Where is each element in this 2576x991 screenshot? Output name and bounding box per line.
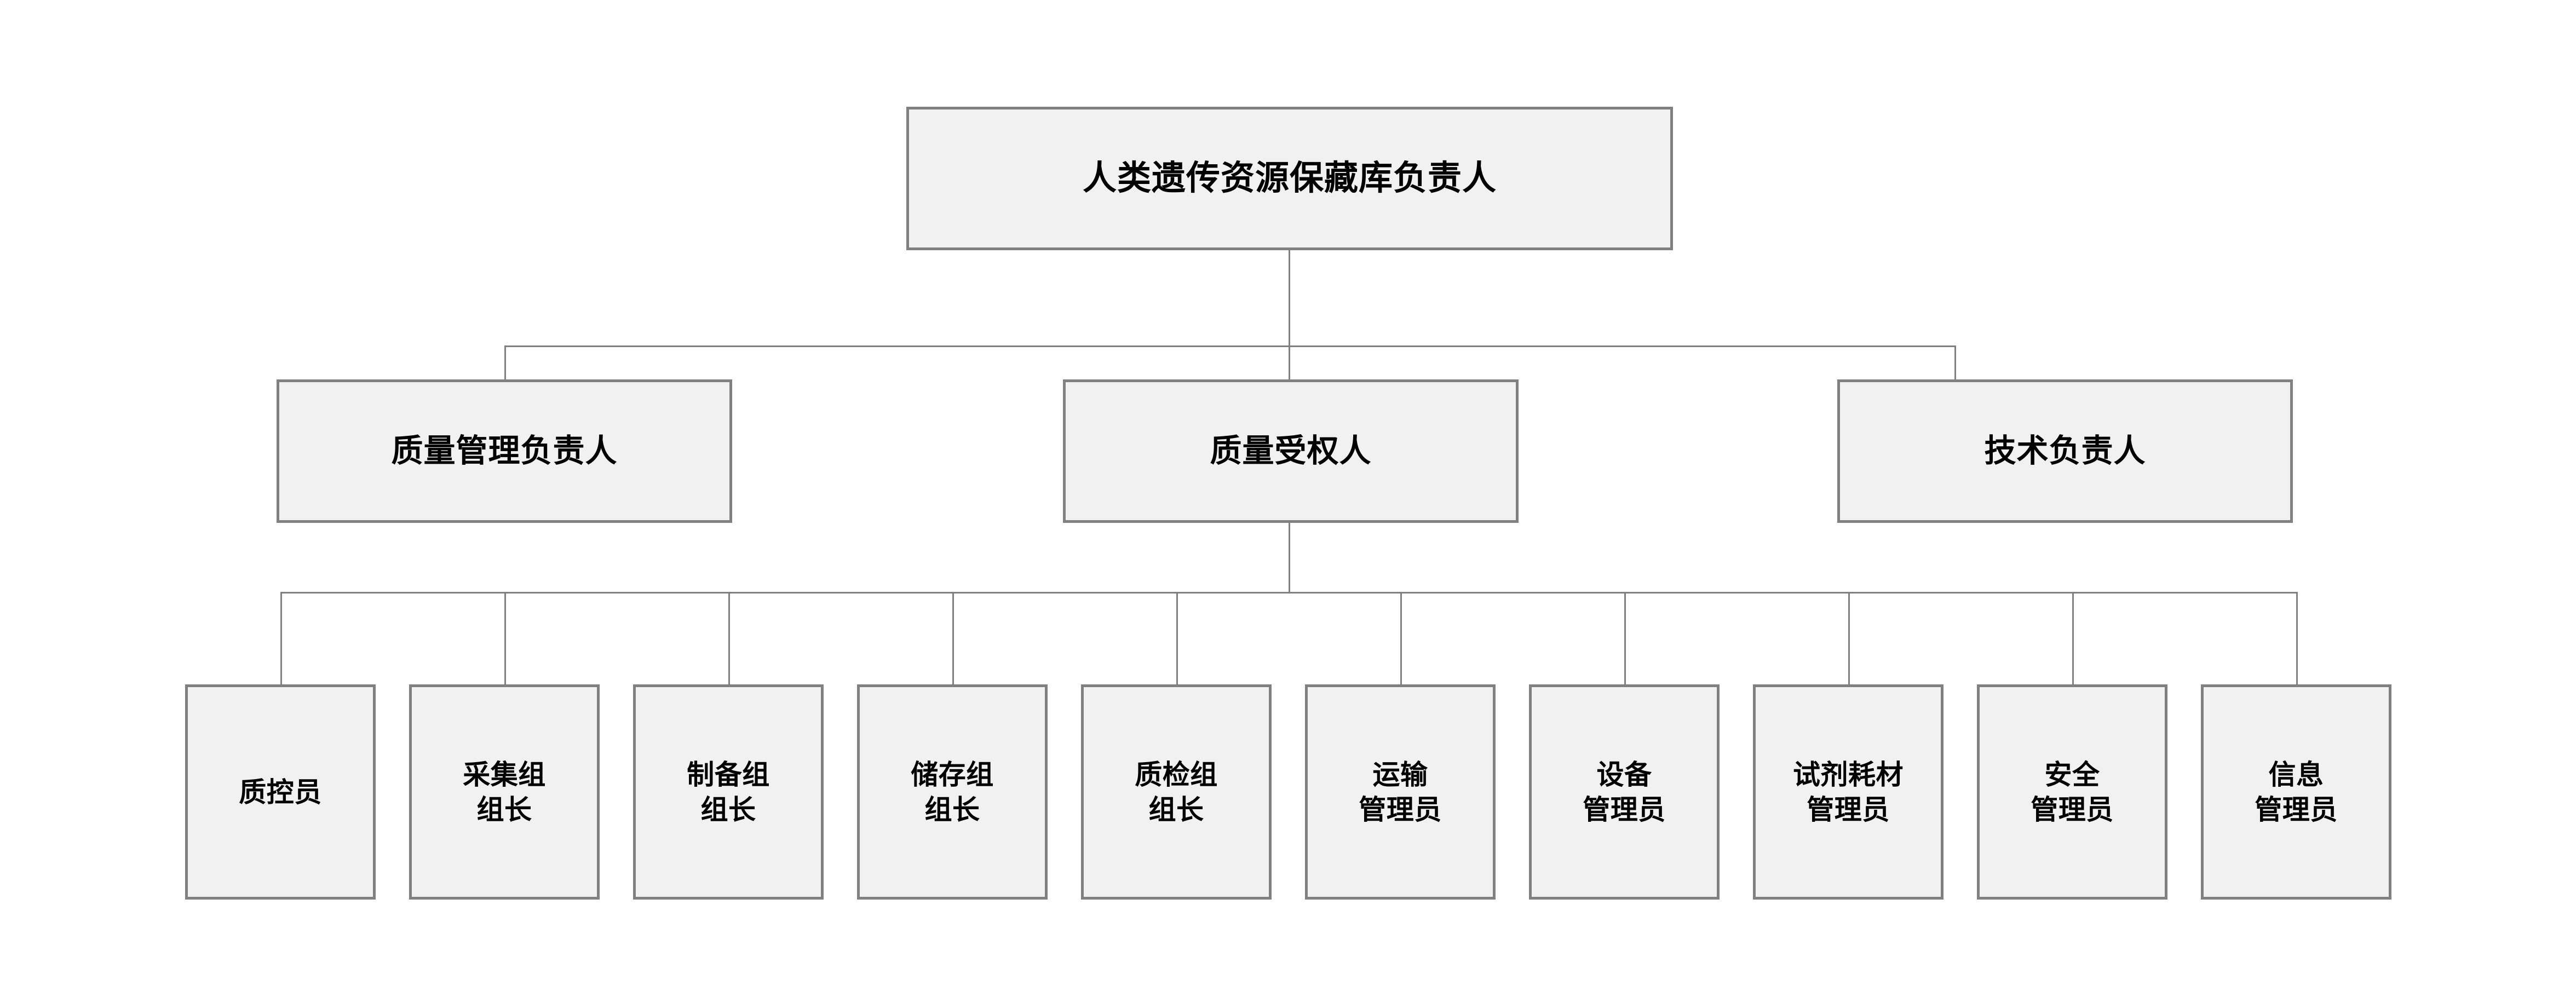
org-node-reagent-consumable-manager[interactable]: 试剂耗材 管理员 bbox=[1753, 684, 1944, 900]
org-node-technical-lead[interactable]: 技术负责人 bbox=[1837, 379, 2293, 523]
connector-mid-1-drop bbox=[1289, 345, 1290, 381]
connector-leaf-1-drop bbox=[504, 592, 506, 685]
org-node-inspection-team-leader[interactable]: 质检组 组长 bbox=[1081, 684, 1272, 900]
connector-leaf-bus bbox=[280, 592, 2297, 594]
org-node-root[interactable]: 人类遗传资源保藏库负责人 bbox=[906, 107, 1673, 250]
org-node-information-manager[interactable]: 信息 管理员 bbox=[2201, 684, 2391, 900]
connector-leaf-5-drop bbox=[1400, 592, 1402, 685]
org-node-collection-team-leader[interactable]: 采集组 组长 bbox=[409, 684, 600, 900]
connector-leaf-9-drop bbox=[2296, 592, 2298, 685]
connector-leaf-4-drop bbox=[1176, 592, 1178, 685]
connector-leaf-8-drop bbox=[2072, 592, 2074, 685]
connector-leaf-7-drop bbox=[1848, 592, 1850, 685]
org-node-quality-management-lead[interactable]: 质量管理负责人 bbox=[277, 379, 732, 523]
org-node-quality-authorized-person[interactable]: 质量受权人 bbox=[1063, 379, 1519, 523]
connector-mid-1-to-leaf-bus bbox=[1289, 523, 1290, 593]
org-node-qc-officer[interactable]: 质控员 bbox=[185, 684, 376, 900]
connector-level1-bus bbox=[504, 345, 1956, 347]
connector-mid-0-drop bbox=[504, 345, 506, 381]
connector-mid-2-drop bbox=[1954, 345, 1956, 381]
org-node-safety-manager[interactable]: 安全 管理员 bbox=[1977, 684, 2167, 900]
org-node-equipment-manager[interactable]: 设备 管理员 bbox=[1529, 684, 1720, 900]
connector-root-drop bbox=[1289, 249, 1290, 347]
connector-leaf-3-drop bbox=[952, 592, 954, 685]
org-node-preparation-team-leader[interactable]: 制备组 组长 bbox=[633, 684, 824, 900]
org-node-storage-team-leader[interactable]: 储存组 组长 bbox=[857, 684, 1048, 900]
connector-leaf-2-drop bbox=[728, 592, 730, 685]
connector-leaf-0-drop bbox=[280, 592, 282, 685]
org-node-transport-manager[interactable]: 运输 管理员 bbox=[1305, 684, 1496, 900]
connector-leaf-6-drop bbox=[1624, 592, 1626, 685]
